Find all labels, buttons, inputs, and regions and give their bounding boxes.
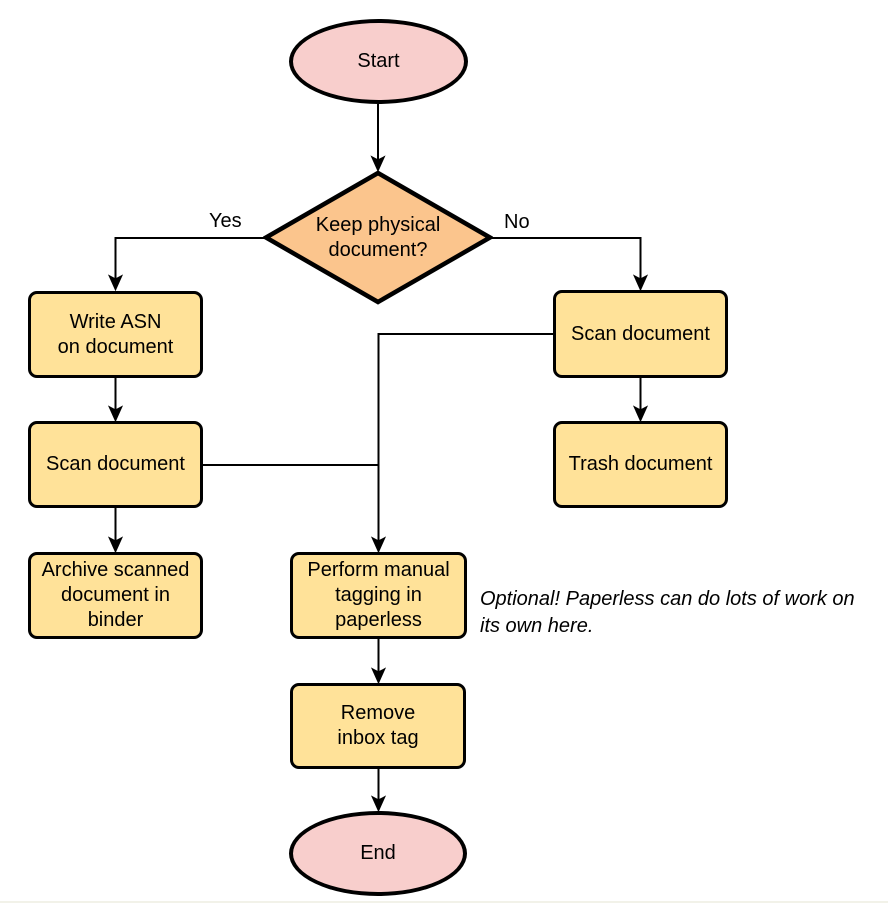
arrowhead <box>370 795 387 813</box>
scan-document-right-node: Scan document <box>553 290 728 378</box>
edge-perform-to-remove <box>370 639 387 685</box>
end-label: End <box>360 842 396 864</box>
arrowhead <box>107 274 124 292</box>
edge-scanleft-to-archive <box>107 508 124 554</box>
write-asn-node: Write ASN on document <box>28 291 203 378</box>
trash-document-node: Trash document <box>553 421 728 508</box>
edge-label-no: No <box>504 211 530 233</box>
edge-remove-to-end <box>370 769 387 813</box>
scan-document-left-node: Scan document <box>28 421 203 508</box>
decision-node: Keep physical document? <box>263 170 493 305</box>
diamond-shape <box>263 170 493 305</box>
decision-label: Keep physical document? <box>315 213 441 261</box>
archive-node: Archive scanned document in binder <box>28 552 203 639</box>
start-label: Start <box>357 50 400 72</box>
edge-label-yes: Yes <box>209 210 242 232</box>
end-node: End <box>289 811 467 896</box>
perform-tagging-node: Perform manual tagging in paperless <box>290 552 467 639</box>
arrowhead <box>370 155 386 173</box>
arrowhead <box>632 274 649 292</box>
edge-start-to-decision <box>370 104 386 173</box>
edge-scanright-to-trash <box>632 378 649 423</box>
arrowhead <box>632 405 649 423</box>
edge-writeasn-to-scanleft <box>107 378 124 423</box>
remove-inbox-tag-node: Remove inbox tag <box>290 683 466 769</box>
edge-decision-no <box>490 237 649 292</box>
edge-scanright-to-perform <box>370 333 553 554</box>
arrowhead <box>370 536 387 554</box>
arrowhead <box>107 405 124 423</box>
start-node: Start <box>289 19 468 104</box>
annotation-note: Optional! Paperless can do lots of work … <box>480 588 855 637</box>
edge-decision-yes <box>107 237 266 292</box>
bottom-edge-line <box>0 901 888 903</box>
arrowhead <box>107 536 124 554</box>
arrowhead <box>370 667 387 685</box>
